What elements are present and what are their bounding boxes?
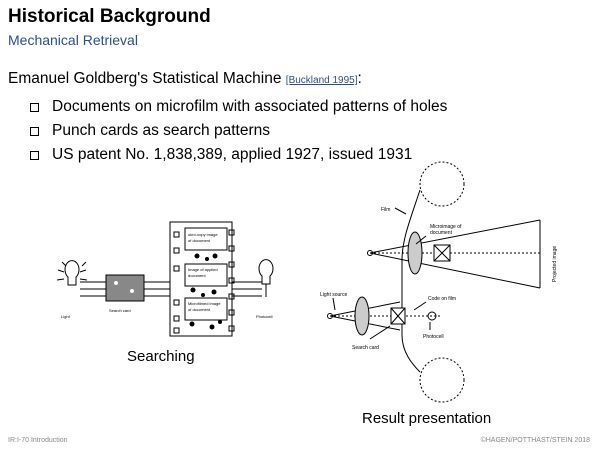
bullet-box-icon <box>30 103 39 112</box>
label-frame2-b: document <box>188 273 206 278</box>
caption-searching: Searching <box>127 348 195 365</box>
label-result-search-card: Search card <box>352 345 379 351</box>
label-photocell: Photocell <box>256 314 273 319</box>
bullet-text: Punch cards as search patterns <box>52 122 270 139</box>
bullet-list: Documents on microfilm with associated p… <box>30 97 447 169</box>
slide-title: Historical Background <box>8 6 211 27</box>
label-frame1-a: ukro-copy image <box>188 232 218 237</box>
bullet-box-icon <box>30 127 39 136</box>
search-card-shape <box>105 274 145 302</box>
intro-text: Emanuel Goldberg's Statistical Machine <box>8 70 282 87</box>
film-strip-shape <box>169 221 233 337</box>
searching-labels: Light Search card Photocell ukro-copy im… <box>61 232 273 319</box>
slide-subtitle: Mechanical Retrieval <box>8 32 138 48</box>
label-frame1-b: of document <box>188 238 211 243</box>
label-light: Light <box>61 314 71 319</box>
label-frame3-b: of document <box>188 307 211 312</box>
label-search-card: Search card <box>109 308 131 313</box>
label-projected-image: Projected image <box>552 246 558 282</box>
intro-line: Emanuel Goldberg's Statistical Machine [… <box>8 70 362 88</box>
label-microimage-a: Microimage of <box>430 224 462 230</box>
citation-link[interactable]: [Buckland 1995] <box>285 75 358 86</box>
searching-diagram <box>56 221 274 337</box>
footer-right: ©HAGEN/POTTHAST/STEIN 2018 <box>480 437 590 444</box>
result-labels: Film Microimage of document Light source… <box>320 207 558 351</box>
bullet-item: Punch cards as search patterns <box>30 121 447 145</box>
label-film: Film <box>381 207 390 213</box>
bullet-text: Documents on microfilm with associated p… <box>52 98 448 115</box>
light-bulb-icon <box>56 260 88 286</box>
label-result-photocell: Photocell <box>423 334 444 340</box>
bullet-box-icon <box>30 151 39 160</box>
label-light-source: Light source <box>320 292 347 298</box>
bullet-item: US patent No. 1,838,389, applied 1927, i… <box>30 145 447 169</box>
label-frame2-a: Image of applied <box>188 267 218 272</box>
label-code-on-film: Code on film <box>428 296 456 302</box>
label-frame3-a: Microfilmed image <box>188 301 221 306</box>
label-microimage-b: document <box>430 230 453 236</box>
footer-left: IR:I-70 Introduction <box>8 437 68 444</box>
result-diagram <box>327 161 541 403</box>
photocell-icon <box>258 259 274 297</box>
intro-suffix: : <box>357 70 362 87</box>
bullet-text: US patent No. 1,838,389, applied 1927, i… <box>52 146 413 163</box>
bullet-item: Documents on microfilm with associated p… <box>30 97 447 121</box>
caption-result-presentation: Result presentation <box>362 410 492 427</box>
